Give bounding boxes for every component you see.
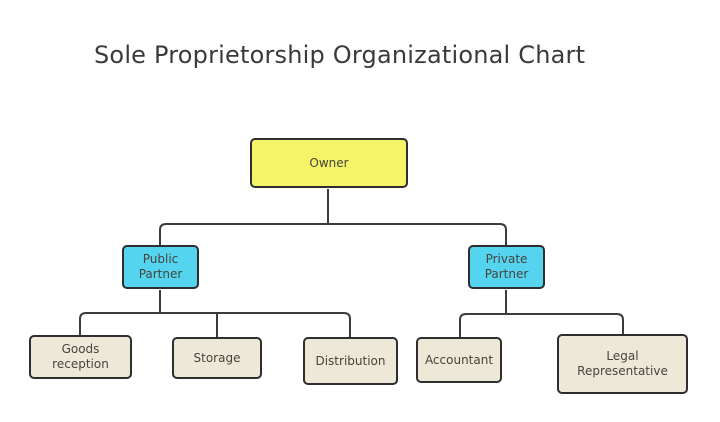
node-public-partner: Public Partner (122, 245, 199, 289)
node-legal-representative-label: Legal Representative (577, 349, 668, 378)
node-distribution: Distribution (303, 337, 398, 385)
node-goods-reception-label: Goods reception (52, 342, 109, 371)
connector-public-rail (79, 312, 351, 338)
node-storage: Storage (172, 337, 262, 379)
connector-owner-rail (159, 223, 507, 246)
node-private-partner: Private Partner (468, 245, 545, 289)
node-goods-reception: Goods reception (29, 335, 132, 379)
node-distribution-label: Distribution (315, 353, 386, 368)
node-private-partner-label: Private Partner (484, 252, 529, 281)
connector-private-rail (459, 313, 624, 338)
chart-title: Sole Proprietorship Organizational Chart (94, 41, 586, 69)
node-owner: Owner (250, 138, 408, 188)
node-storage-label: Storage (193, 350, 241, 365)
node-accountant-label: Accountant (424, 352, 494, 367)
node-public-partner-label: Public Partner (138, 252, 183, 281)
node-owner-label: Owner (309, 155, 349, 170)
node-accountant: Accountant (416, 337, 502, 383)
node-legal-representative: Legal Representative (557, 334, 688, 394)
